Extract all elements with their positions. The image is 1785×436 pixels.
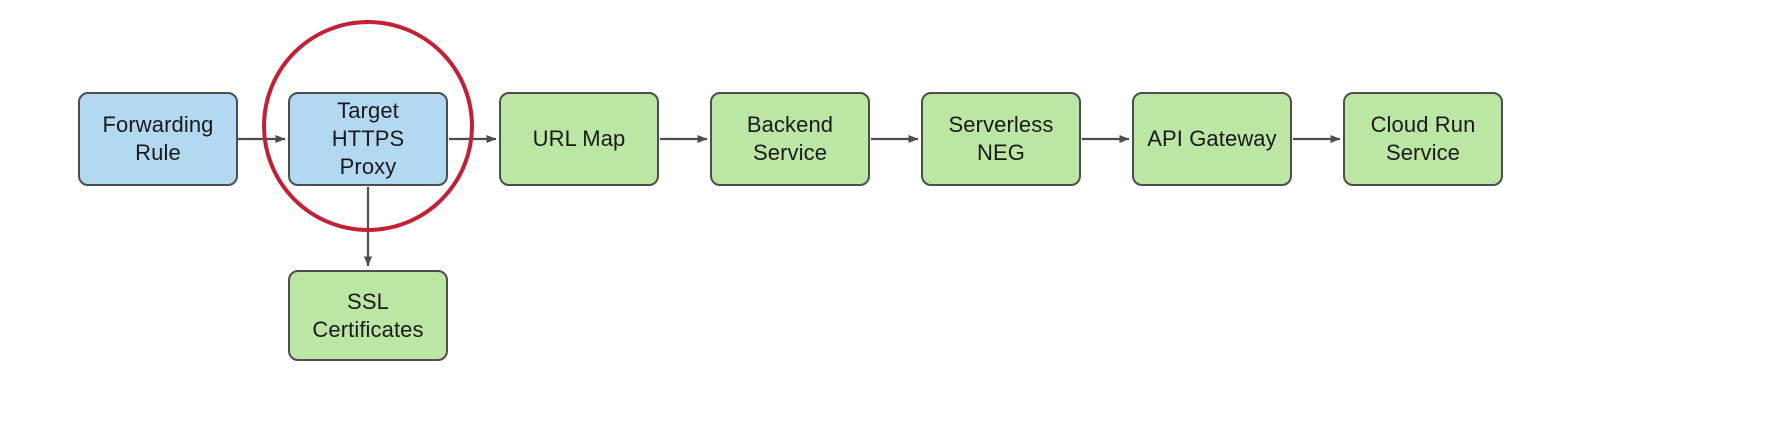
node-forwarding-rule[interactable]: Forwarding Rule — [78, 92, 238, 186]
node-serverless-neg[interactable]: Serverless NEG — [921, 92, 1081, 186]
node-label-target-https-proxy: Target HTTPS Proxy — [331, 98, 405, 179]
node-backend-service[interactable]: Backend Service — [710, 92, 870, 186]
node-label-backend-service: Backend Service — [746, 112, 834, 165]
node-cloud-run-service[interactable]: Cloud Run Service — [1343, 92, 1503, 186]
node-label-serverless-neg: Serverless NEG — [948, 112, 1054, 165]
node-target-https-proxy[interactable]: Target HTTPS Proxy — [288, 92, 448, 186]
node-label-url-map: URL Map — [532, 126, 626, 152]
node-label-cloud-run-service: Cloud Run Service — [1370, 112, 1476, 165]
node-api-gateway[interactable]: API Gateway — [1132, 92, 1292, 186]
node-label-api-gateway: API Gateway — [1147, 126, 1277, 152]
highlight-circle-annotation — [262, 20, 474, 232]
node-label-forwarding-rule: Forwarding Rule — [102, 112, 214, 165]
node-ssl-certificates[interactable]: SSL Certificates — [288, 270, 448, 361]
node-url-map[interactable]: URL Map — [499, 92, 659, 186]
node-label-ssl-certificates: SSL Certificates — [312, 288, 424, 342]
